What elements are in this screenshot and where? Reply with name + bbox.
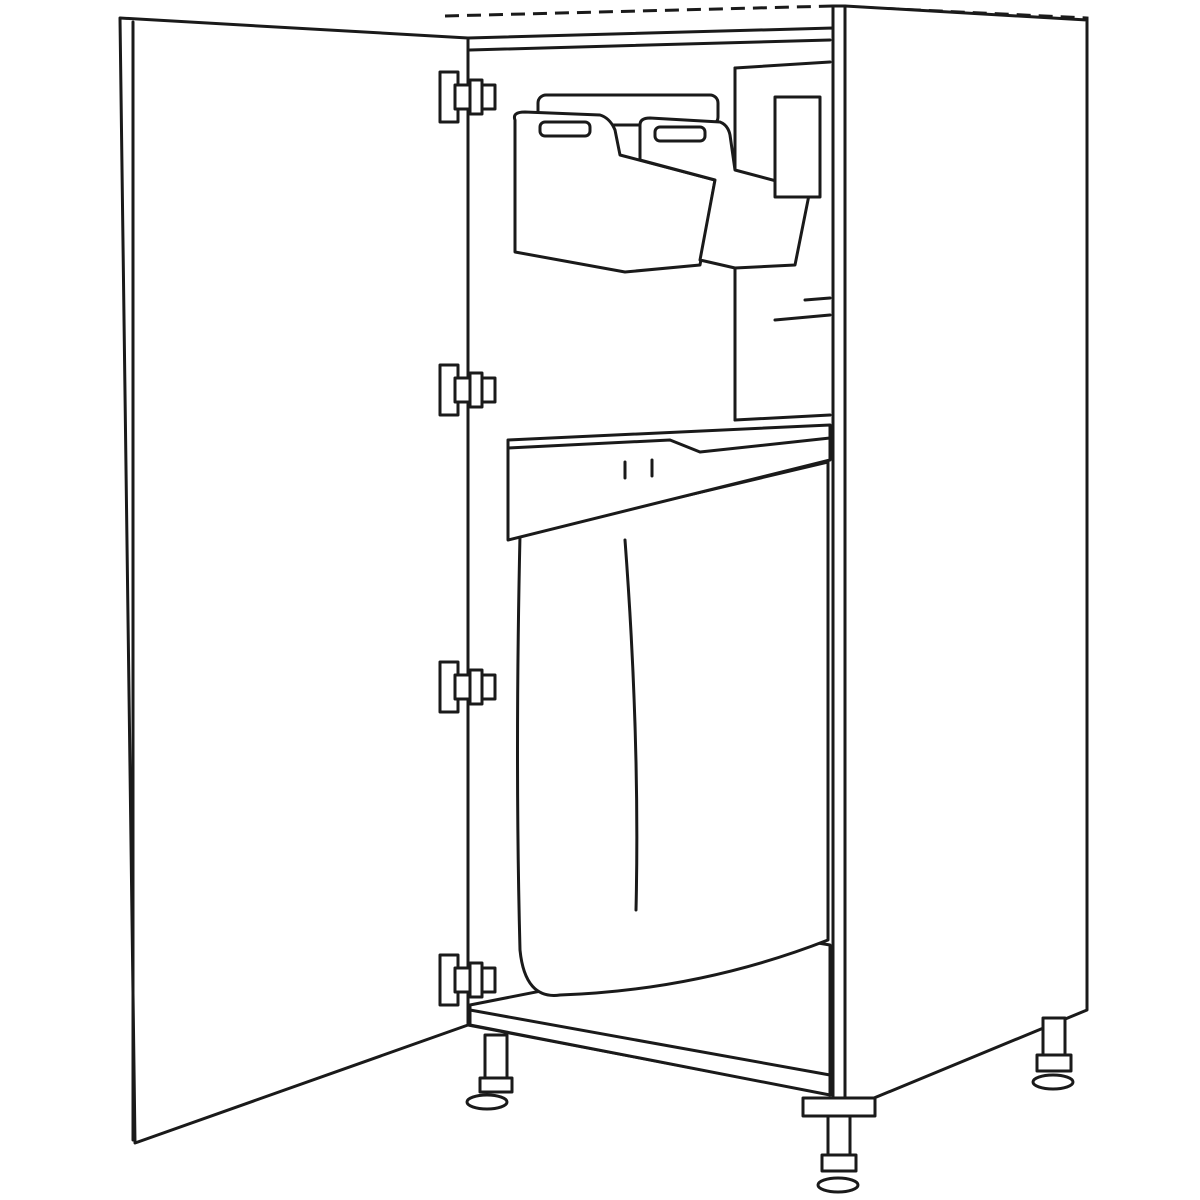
leg-icon: [801, 1096, 877, 1194]
cabinet-door: [118, 16, 470, 1145]
door-baskets: [513, 93, 822, 274]
hinge-icon: [438, 70, 497, 124]
hinge-icon: [438, 363, 497, 417]
hinges: [438, 70, 497, 1007]
legs: [465, 1016, 1075, 1194]
side-panel: [831, 4, 1089, 1112]
waste-bin: [506, 423, 832, 997]
leg-icon: [465, 1033, 514, 1111]
hinge-icon: [438, 953, 497, 1007]
leg-icon: [1031, 1016, 1075, 1091]
hinge-icon: [438, 660, 497, 714]
